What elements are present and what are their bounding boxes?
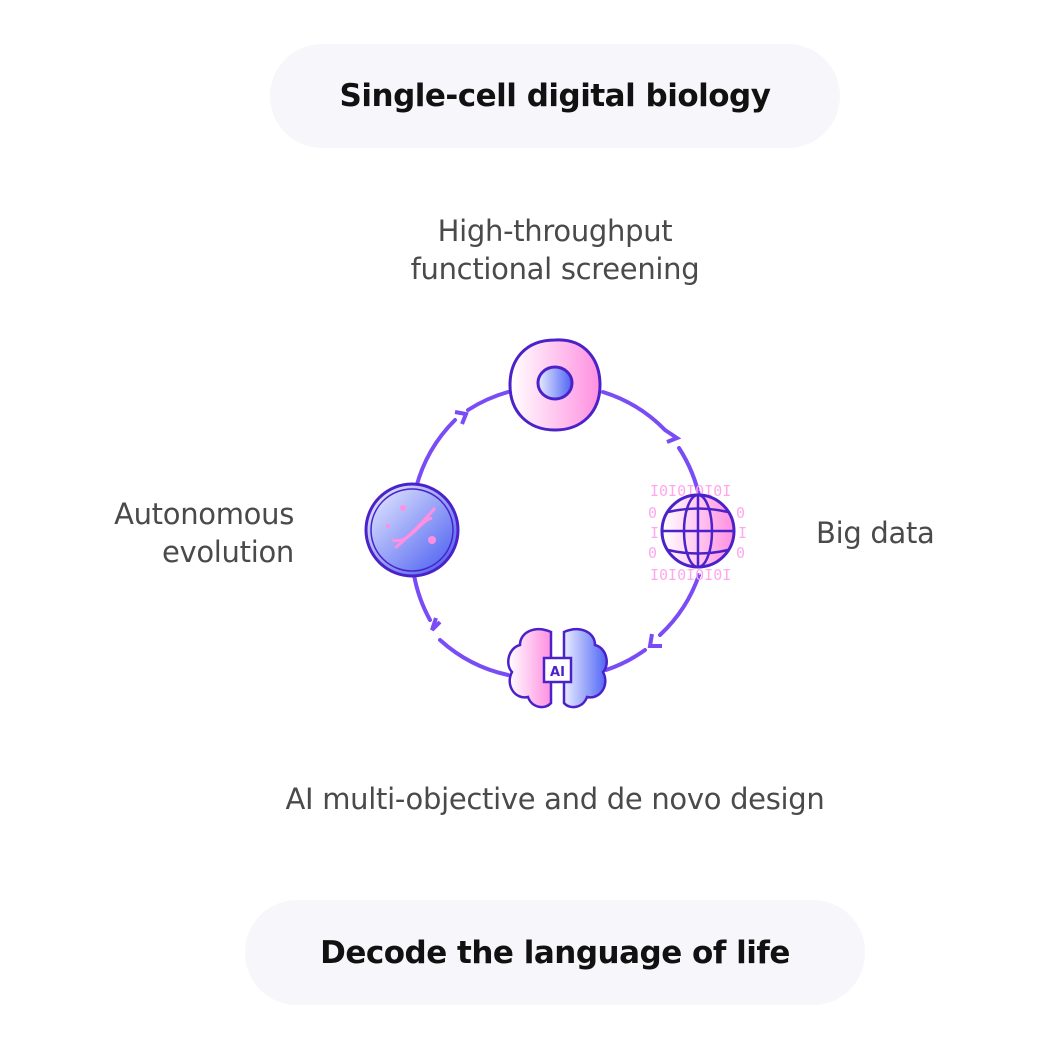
arrow-icon xyxy=(430,410,682,648)
svg-text:0: 0 xyxy=(736,544,745,562)
stage-label-line: evolution xyxy=(161,535,294,569)
stage-label-evolution: Autonomous evolution xyxy=(60,495,294,571)
stage-label-screening: High-throughput functional screening xyxy=(340,212,770,288)
svg-text:I: I xyxy=(650,524,659,542)
binary-decoration: I0I0I0I0I xyxy=(650,482,731,500)
stage-label-line: Autonomous xyxy=(114,497,294,531)
ai-brain-icon: AI xyxy=(507,628,608,709)
svg-text:0: 0 xyxy=(736,504,745,522)
dna-cell-icon xyxy=(364,482,460,578)
stage-label-big-data: Big data xyxy=(816,516,935,550)
stage-label-line: High-throughput xyxy=(437,214,673,248)
globe-binary-icon: I0I0I0I0I I0I0I0I0I 0 0 I I 0 0 xyxy=(648,482,747,584)
svg-text:I: I xyxy=(738,524,747,542)
svg-text:0: 0 xyxy=(648,544,657,562)
binary-decoration: I0I0I0I0I xyxy=(650,566,731,584)
cell-icon xyxy=(508,338,602,432)
header-pill: Single-cell digital biology xyxy=(270,44,840,148)
ai-badge: AI xyxy=(550,665,565,680)
stage-label-ai-design: AI multi-objective and de novo design xyxy=(285,782,825,816)
svg-text:0: 0 xyxy=(648,504,657,522)
footer-pill: Decode the language of life xyxy=(245,900,865,1005)
stage-label-line: functional screening xyxy=(410,252,700,286)
